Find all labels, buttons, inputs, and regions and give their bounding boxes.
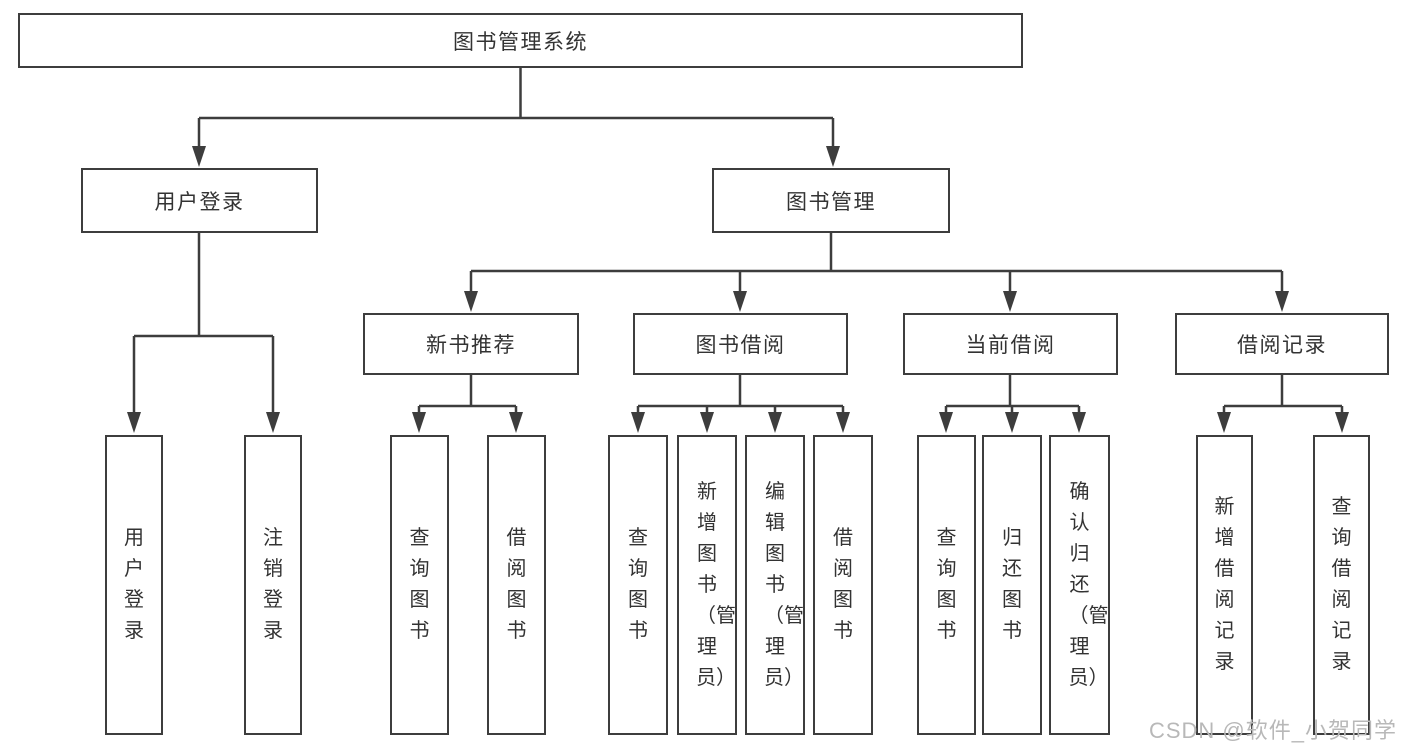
node-root: 图书管理系统 — [18, 13, 1023, 68]
node-book-borrow-label: 图书借阅 — [695, 334, 786, 357]
node-new-book-recommend-label: 新书推荐 — [426, 334, 516, 357]
node-current-borrow-label: 当前借阅 — [965, 334, 1056, 357]
leaf-return-book-label: 归还图书 — [1002, 527, 1022, 642]
connector-borrowrecord-to-leaves — [1222, 375, 1344, 414]
leaf-borrow-book: 借阅图书 — [813, 435, 873, 735]
leaf-current-query-book: 查询图书 — [917, 435, 976, 735]
leaf-user-login-label: 用户登录 — [124, 527, 144, 642]
leaf-recommend-borrow-book-label: 借阅图书 — [506, 527, 527, 642]
connector-newbookrec-to-leaves — [417, 375, 518, 414]
node-user-login: 用户登录 — [81, 168, 318, 233]
connector-currentborrow-to-leaves — [944, 375, 1081, 414]
node-book-management-label: 图书管理 — [786, 190, 876, 214]
leaf-add-book-admin-label: 新增图书（管理员） — [696, 480, 736, 689]
leaf-add-borrow-record: 新增借阅记录 — [1196, 435, 1253, 735]
node-borrow-record: 借阅记录 — [1175, 313, 1389, 375]
node-book-management: 图书管理 — [712, 168, 950, 233]
leaf-query-borrow-record-label: 查询借阅记录 — [1331, 496, 1352, 673]
connector-bookborrow-to-leaves — [636, 375, 845, 414]
leaf-recommend-borrow-book: 借阅图书 — [487, 435, 546, 735]
node-borrow-record-label: 借阅记录 — [1237, 334, 1327, 357]
leaf-borrow-query-book: 查询图书 — [608, 435, 668, 735]
leaf-borrow-book-label: 借阅图书 — [833, 527, 853, 642]
arrowheads — [127, 146, 1349, 433]
leaf-logout: 注销登录 — [244, 435, 302, 735]
leaf-confirm-return-admin-label: 确认归还（管理员） — [1068, 480, 1109, 689]
connector-bookmgmt-to-level3 — [469, 233, 1284, 293]
node-current-borrow: 当前借阅 — [903, 313, 1118, 375]
csdn-watermark: CSDN @软件_小贺同学 — [1148, 718, 1397, 743]
leaf-current-query-book-label: 查询图书 — [936, 527, 957, 642]
leaf-edit-book-admin: 编辑图书（管理员） — [745, 435, 805, 735]
leaf-query-borrow-record: 查询借阅记录 — [1313, 435, 1370, 735]
leaf-logout-label: 注销登录 — [263, 527, 283, 642]
node-new-book-recommend: 新书推荐 — [363, 313, 579, 375]
leaf-recommend-query-book-label: 查询图书 — [409, 527, 430, 642]
leaf-confirm-return-admin: 确认归还（管理员） — [1049, 435, 1110, 735]
leaf-add-borrow-record-label: 新增借阅记录 — [1214, 496, 1235, 673]
node-root-label: 图书管理系统 — [453, 30, 588, 54]
leaf-recommend-query-book: 查询图书 — [390, 435, 449, 735]
leaf-borrow-query-book-label: 查询图书 — [628, 527, 648, 642]
leaf-add-book-admin: 新增图书（管理员） — [677, 435, 737, 735]
connector-userlogin-to-leaves — [132, 233, 275, 414]
connector-root-to-level2 — [197, 68, 835, 148]
leaf-return-book: 归还图书 — [982, 435, 1042, 735]
leaf-user-login: 用户登录 — [105, 435, 163, 735]
leaf-edit-book-admin-label: 编辑图书（管理员） — [764, 480, 804, 689]
node-user-login-label: 用户登录 — [154, 190, 245, 214]
node-book-borrow: 图书借阅 — [633, 313, 848, 375]
